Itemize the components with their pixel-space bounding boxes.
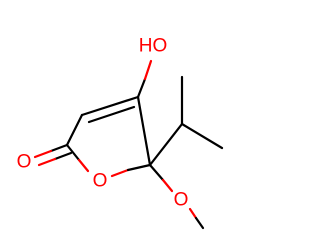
bond-o1-c5-oxygen [110,168,130,178]
bond-c5-isopropyl [148,122,184,167]
bond-c4-oh-carbon [136,77,147,99]
bond-c2-carbonyl-oxygen-b [37,157,57,167]
bond-c2-c3 [65,113,84,147]
bond-ome-methyl-carbon [194,216,205,230]
bond-c2-o1-oxygen [77,158,90,173]
hydroxyl-label: HO [139,36,168,57]
bond-c2-carbonyl-oxygen-a [33,149,53,159]
bond-c3-c4 [80,95,140,117]
bond-c4-oh-oxygen [143,59,153,81]
ring-oxygen-label: O [93,171,108,192]
bond-c2-carbonyl-carbon-a [49,143,69,153]
bond-c2-o1-carbon [65,143,81,162]
bond-c4-c5 [136,95,152,167]
bond-o1-c5-carbon [126,163,152,172]
bond-c3-c4-double [87,105,136,124]
molecule-structure: HO O O O [17,36,224,230]
carbonyl-oxygen-label: O [17,152,32,173]
bond-c2-carbonyl-carbon-b [53,151,73,161]
bond-c5-ome-oxygen [161,178,174,193]
bond-isopropyl-methyl-right [180,122,224,150]
bond-c5-ome-carbon [148,163,165,182]
bond-ome-methyl-oxygen [188,207,198,220]
methoxy-oxygen-label: O [174,190,189,211]
